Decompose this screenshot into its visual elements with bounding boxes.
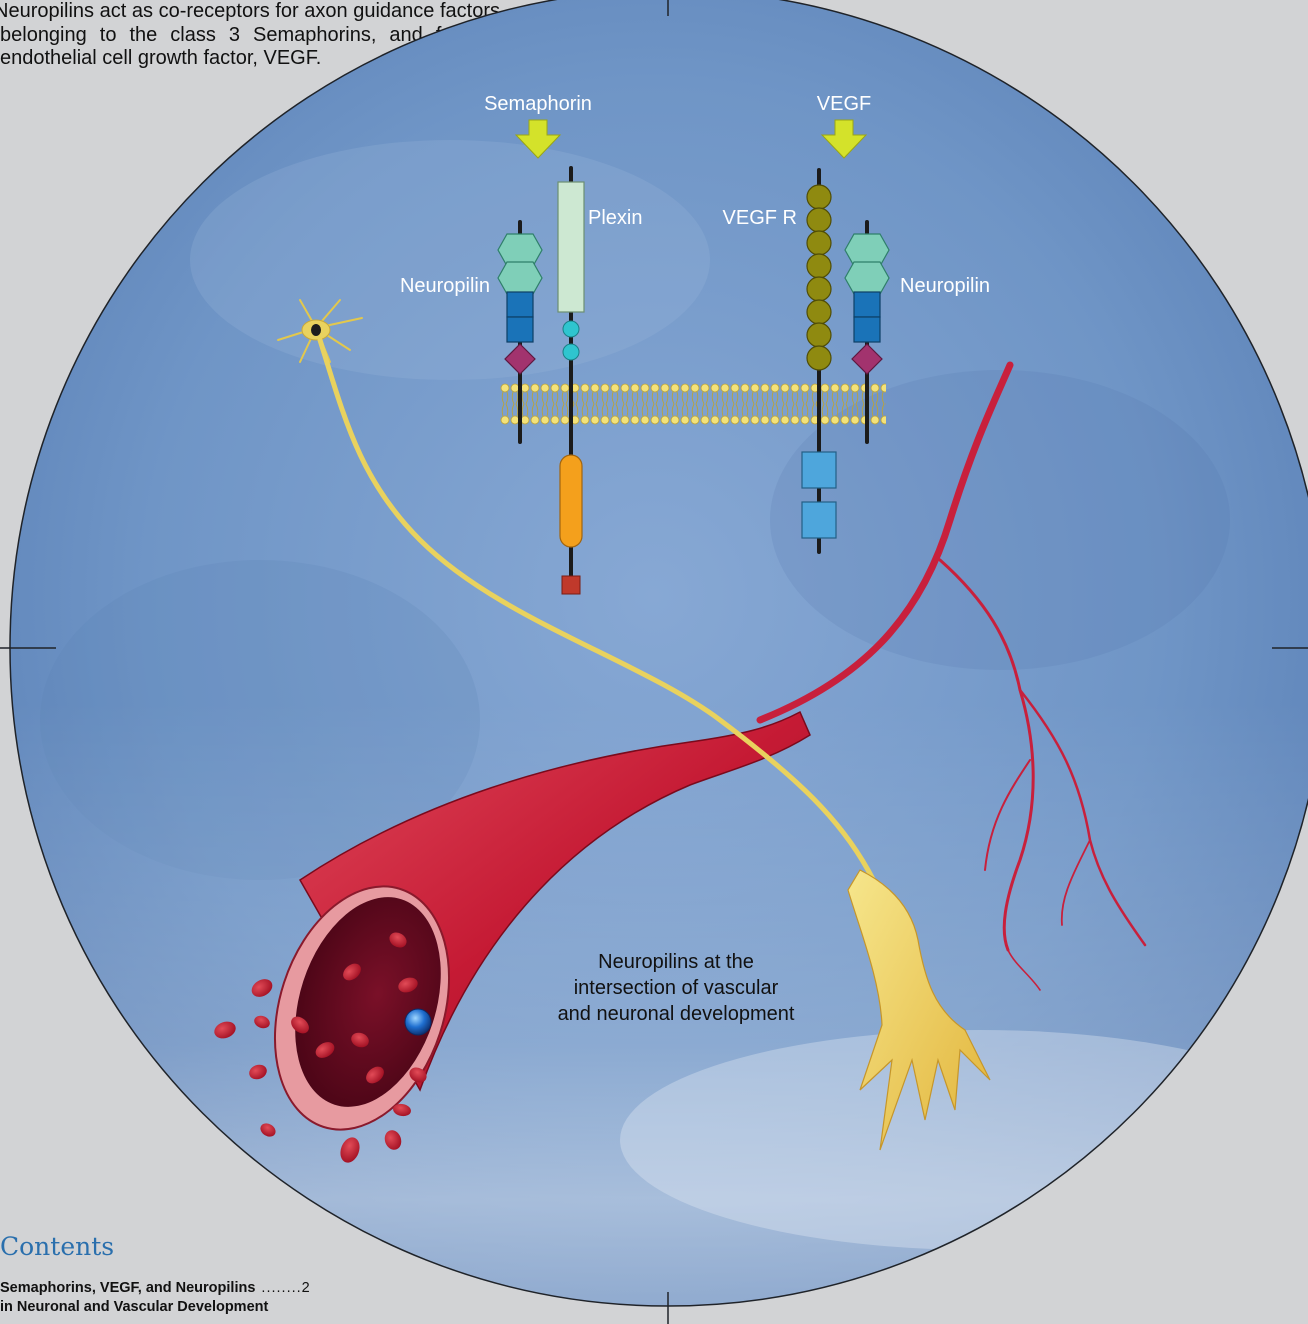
caption-line-1: Neuropilins at the	[598, 951, 754, 973]
neuropilin-left-label: Neuropilin	[400, 275, 490, 297]
vegfr-label: VEGF R	[723, 207, 797, 229]
neuropilin-right-label: Neuropilin	[900, 275, 990, 297]
toc-entry[interactable]: Semaphorins, VEGF, and Neuropilins .....…	[0, 1279, 400, 1317]
vegf-label: VEGF	[817, 93, 871, 115]
toc-entry-page-number[interactable]: 2	[302, 1279, 310, 1298]
contents-title: Contents	[0, 1232, 114, 1261]
plasma-membrane	[500, 383, 886, 425]
toc-entry-title-line-2[interactable]: in Neuronal and Vascular Development	[0, 1298, 400, 1317]
toc-entry-leader: ........	[261, 1279, 301, 1298]
caption-line-3: and neuronal development	[558, 1003, 795, 1025]
caption-line-2: intersection of vascular	[574, 977, 779, 999]
white-blood-cell	[405, 1009, 431, 1035]
semaphorin-label: Semaphorin	[484, 93, 592, 115]
toc-entry-title-line-1[interactable]: Semaphorins, VEGF, and Neuropilins	[0, 1279, 255, 1298]
plexin-label: Plexin	[588, 207, 642, 229]
